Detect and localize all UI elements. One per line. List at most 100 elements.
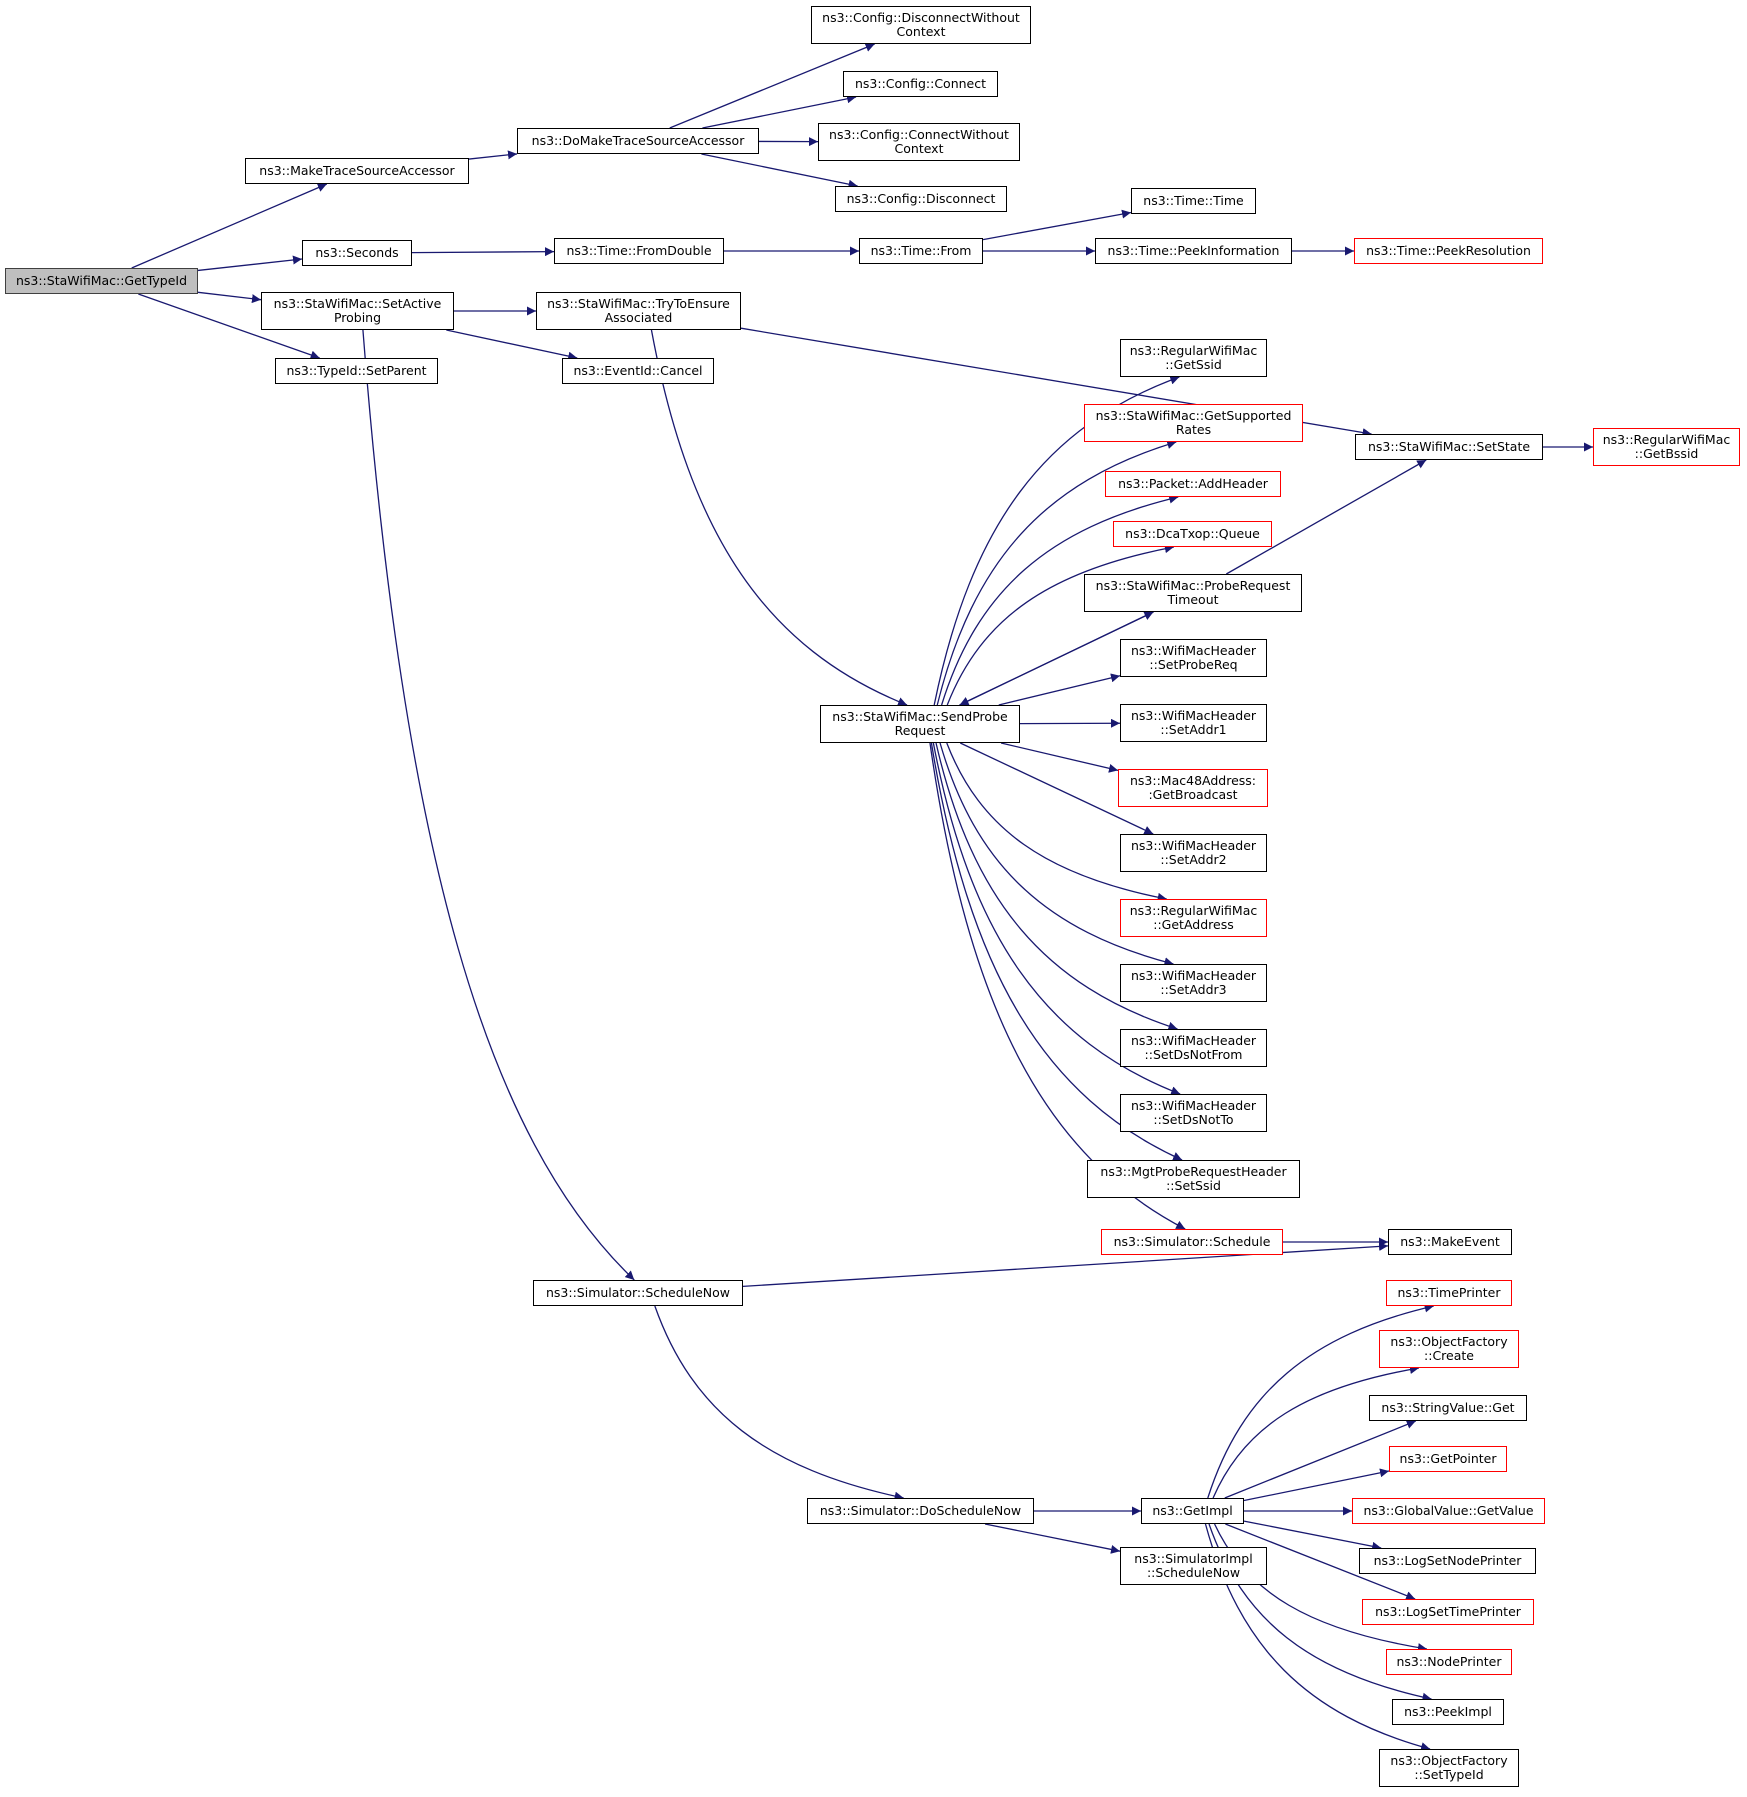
call-edge-gi-to-lsnp <box>1243 1520 1382 1551</box>
function-node-tpr[interactable]: ns3::Time::PeekResolution <box>1354 238 1543 264</box>
function-node-pah[interactable]: ns3::Packet::AddHeader <box>1105 471 1281 497</box>
function-node-rgb[interactable]: ns3::RegularWifiMac::GetBssid <box>1593 428 1740 466</box>
function-node-cd[interactable]: ns3::Config::Disconnect <box>835 186 1007 212</box>
function-node-lsnp[interactable]: ns3::LogSetNodePrinter <box>1359 1548 1536 1574</box>
function-node-sp[interactable]: ns3::TypeId::SetParent <box>275 358 438 384</box>
function-node-label: ns3::StaWifiMac::SendProbe <box>832 709 1008 724</box>
function-node-label: ns3::WifiMacHeader <box>1130 1098 1257 1113</box>
call-edge-root-to-sap <box>197 291 262 304</box>
call-edge-spr-to-sa2 <box>960 742 1154 835</box>
call-edge-gi-to-svg <box>1224 1420 1416 1499</box>
function-node-pi[interactable]: ns3::PeekImpl <box>1392 1699 1504 1725</box>
function-node-label: ns3::Time::Time <box>1143 193 1244 208</box>
call-edge-prt-to-spr <box>959 611 1154 706</box>
function-node-label: ns3::Config::ConnectWithout <box>829 127 1009 142</box>
function-node-label: ::SetAddr1 <box>1160 722 1227 737</box>
function-node-label: ::GetSsid <box>1165 357 1222 372</box>
function-node-label: ns3::MakeEvent <box>1400 1234 1500 1249</box>
call-edge-gi-to-gp <box>1243 1468 1390 1502</box>
function-node-dmtsa[interactable]: ns3::DoMakeTraceSourceAccessor <box>517 128 759 154</box>
function-node-ssched[interactable]: ns3::Simulator::Schedule <box>1101 1229 1283 1255</box>
function-node-gi[interactable]: ns3::GetImpl <box>1141 1498 1244 1524</box>
function-node-label: ::SetAddr2 <box>1160 852 1227 867</box>
function-node-gb[interactable]: ns3::Mac48Address::GetBroadcast <box>1118 769 1268 807</box>
function-node-gvgv[interactable]: ns3::GlobalValue::GetValue <box>1352 1498 1545 1524</box>
function-node-sisn[interactable]: ns3::SimulatorImpl::ScheduleNow <box>1120 1547 1267 1585</box>
function-node-label: ns3::GetImpl <box>1152 1503 1233 1518</box>
function-node-sa2[interactable]: ns3::WifiMacHeader::SetAddr2 <box>1120 834 1267 872</box>
function-node-tp[interactable]: ns3::TimePrinter <box>1386 1280 1512 1306</box>
function-node-label: ns3::Time::From <box>870 243 972 258</box>
function-node-label: ns3::WifiMacHeader <box>1130 838 1257 853</box>
call-edge-spr-to-sdnt <box>932 742 1181 1095</box>
function-node-label: ns3::Time::PeekResolution <box>1366 243 1531 258</box>
function-node-label: ns3::WifiMacHeader <box>1130 968 1257 983</box>
call-edge-dmtsa-to-cdwc <box>669 43 875 129</box>
call-edge-prt-to-sst <box>1225 459 1427 575</box>
function-node-label: ns3::ObjectFactory <box>1390 1334 1508 1349</box>
function-node-sec[interactable]: ns3::Seconds <box>302 240 412 266</box>
function-node-dcaq[interactable]: ns3::DcaTxop::Queue <box>1113 521 1272 547</box>
function-node-label: ns3::TypeId::SetParent <box>286 363 427 378</box>
call-edge-dsn-to-sisn <box>984 1523 1121 1554</box>
call-edge-spr-to-pah <box>940 494 1179 706</box>
call-edge-spr-to-dcaq <box>946 544 1174 706</box>
function-node-dsn[interactable]: ns3::Simulator::DoScheduleNow <box>807 1498 1034 1524</box>
function-node-label: ::SetSsid <box>1166 1178 1221 1193</box>
function-node-label: ::GetAddress <box>1153 917 1234 932</box>
function-node-gp[interactable]: ns3::GetPointer <box>1389 1446 1507 1472</box>
function-node-me[interactable]: ns3::MakeEvent <box>1388 1229 1512 1255</box>
call-edge-dmtsa-to-cd <box>701 153 858 189</box>
function-node-cancel[interactable]: ns3::EventId::Cancel <box>562 358 714 384</box>
function-node-fd[interactable]: ns3::Time::FromDouble <box>554 238 724 264</box>
function-node-sn[interactable]: ns3::Simulator::ScheduleNow <box>533 1280 743 1306</box>
function-node-ttime[interactable]: ns3::Time::Time <box>1131 188 1256 214</box>
function-node-label: ::SetDsNotTo <box>1153 1112 1234 1127</box>
call-edge-gi-to-tp <box>1207 1303 1434 1499</box>
call-edge-spr-to-gsr <box>936 440 1177 706</box>
function-node-tpi[interactable]: ns3::Time::PeekInformation <box>1095 238 1292 264</box>
function-node-label: ::Create <box>1424 1348 1474 1363</box>
call-edge-gi-to-ofc <box>1212 1365 1420 1499</box>
function-node-sdnt[interactable]: ns3::WifiMacHeader::SetDsNotTo <box>1120 1094 1267 1132</box>
function-node-label: ns3::StaWifiMac::TryToEnsure <box>547 296 730 311</box>
function-node-ofst[interactable]: ns3::ObjectFactory::SetTypeId <box>1379 1749 1519 1787</box>
function-node-label: ns3::WifiMacHeader <box>1130 708 1257 723</box>
function-node-ofc[interactable]: ns3::ObjectFactory::Create <box>1379 1330 1519 1368</box>
function-node-sa1[interactable]: ns3::WifiMacHeader::SetAddr1 <box>1120 704 1267 742</box>
function-node-svg[interactable]: ns3::StringValue::Get <box>1369 1395 1527 1421</box>
function-node-label: ns3::Simulator::Schedule <box>1113 1234 1271 1249</box>
function-node-sst[interactable]: ns3::StaWifiMac::SetState <box>1355 434 1543 460</box>
function-node-sprq[interactable]: ns3::WifiMacHeader::SetProbeReq <box>1120 639 1267 677</box>
function-node-label: ns3::WifiMacHeader <box>1130 643 1257 658</box>
function-node-rga[interactable]: ns3::RegularWifiMac::GetAddress <box>1120 899 1267 937</box>
function-node-label: ns3::Time::FromDouble <box>566 243 712 258</box>
function-node-label: ::GetBssid <box>1634 446 1699 461</box>
function-node-label: ns3::Config::Connect <box>854 76 987 91</box>
function-node-label: ns3::TimePrinter <box>1397 1285 1501 1300</box>
function-node-tfrom[interactable]: ns3::Time::From <box>859 238 983 264</box>
function-node-label: ns3::MgtProbeRequestHeader <box>1100 1164 1287 1179</box>
function-node-rgssid[interactable]: ns3::RegularWifiMac::GetSsid <box>1120 339 1267 377</box>
function-node-np[interactable]: ns3::NodePrinter <box>1386 1649 1512 1675</box>
function-node-mprh[interactable]: ns3::MgtProbeRequestHeader::SetSsid <box>1087 1160 1300 1198</box>
function-node-cc[interactable]: ns3::Config::Connect <box>843 71 998 97</box>
function-node-label: ns3::RegularWifiMac <box>1602 432 1731 447</box>
function-node-sdnf[interactable]: ns3::WifiMacHeader::SetDsNotFrom <box>1120 1029 1267 1067</box>
function-node-label: ns3::DcaTxop::Queue <box>1125 526 1260 541</box>
call-edge-spr-to-sdnf <box>935 742 1178 1031</box>
function-node-label: ns3::Config::DisconnectWithout <box>822 10 1020 25</box>
function-node-sa3[interactable]: ns3::WifiMacHeader::SetAddr3 <box>1120 964 1267 1002</box>
function-node-mtsa[interactable]: ns3::MakeTraceSourceAccessor <box>245 158 469 184</box>
function-node-lstp[interactable]: ns3::LogSetTimePrinter <box>1362 1599 1534 1625</box>
call-edge-root-to-sec <box>197 255 303 272</box>
function-node-label: ns3::PeekImpl <box>1404 1704 1492 1719</box>
